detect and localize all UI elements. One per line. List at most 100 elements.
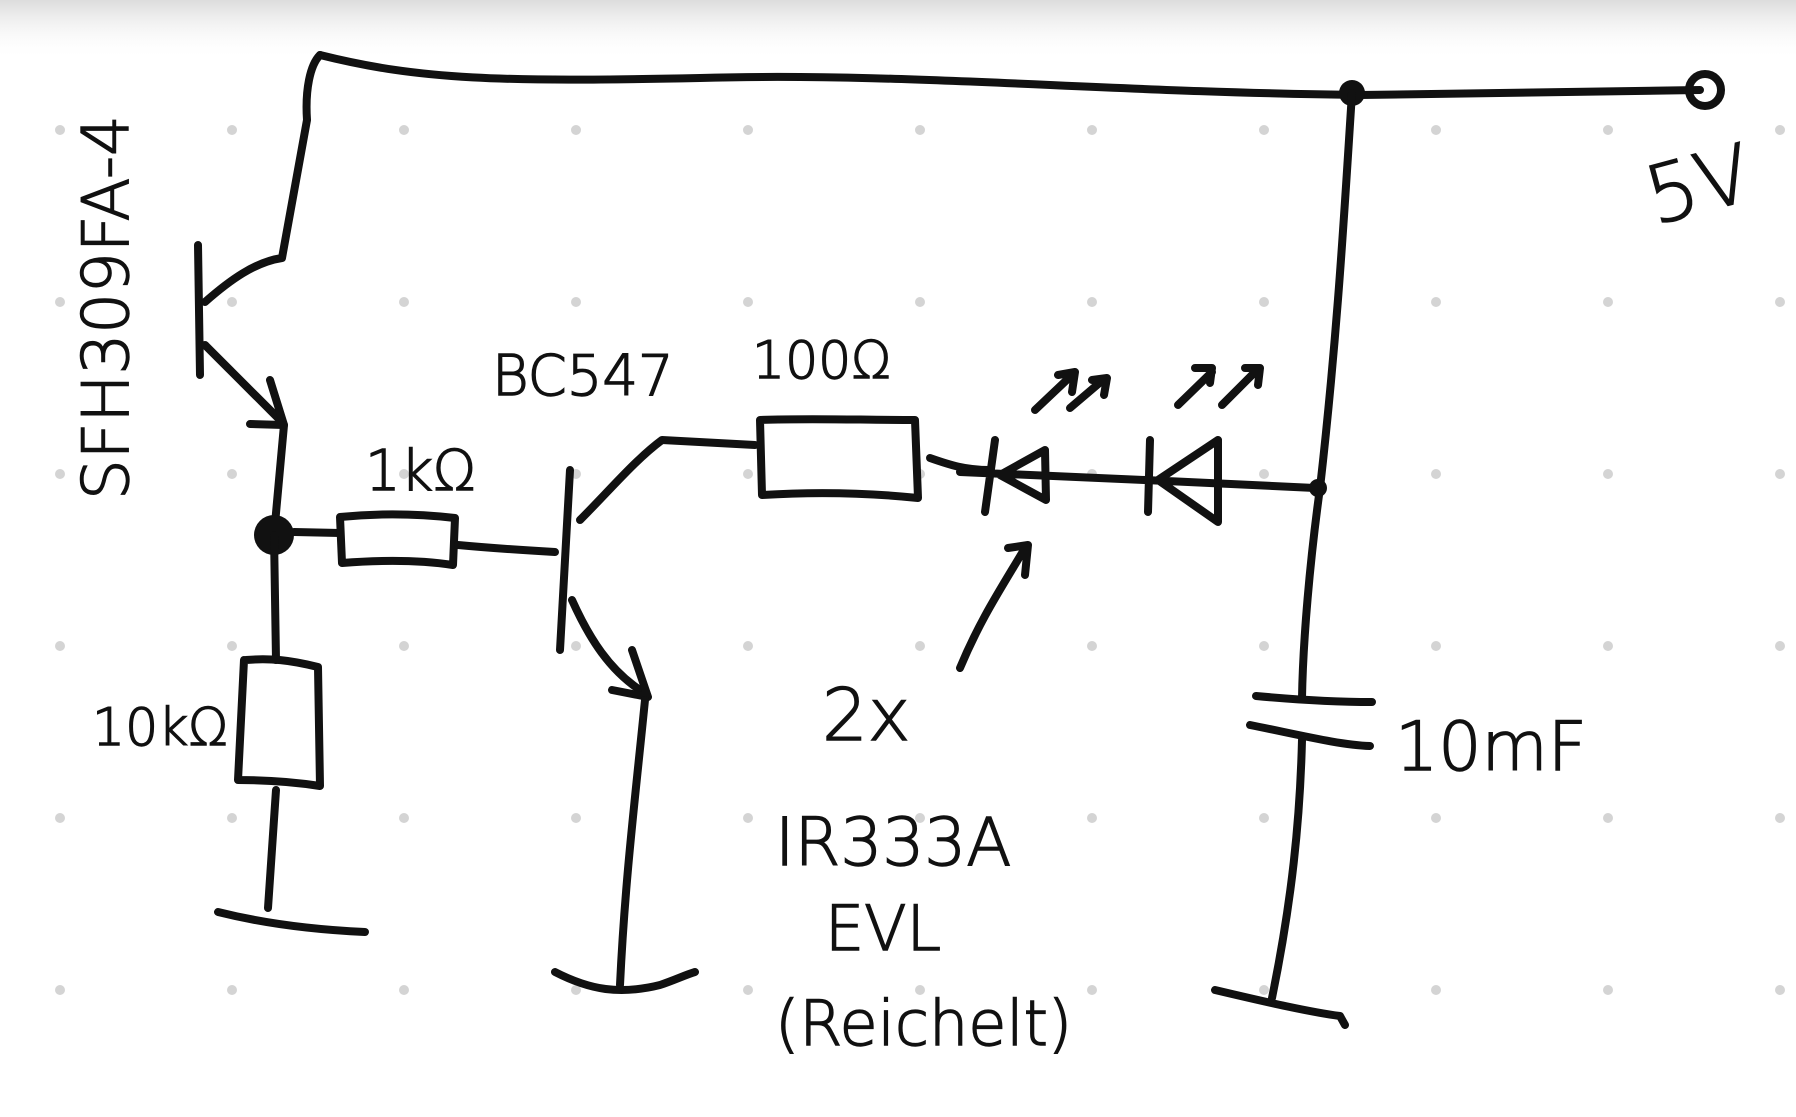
label-capacitor: 10mF: [1395, 708, 1587, 787]
grid-dot: [55, 469, 65, 479]
grid-dot: [227, 985, 237, 995]
grid-dot: [571, 641, 581, 651]
supply-rail-wire: [316, 51, 1704, 99]
left-vertical-wire-lower: [270, 531, 280, 664]
grid-dot: [1603, 125, 1613, 135]
grid-dot: [227, 641, 237, 651]
bc547-emitter-wire: [616, 696, 649, 989]
led1-emission-arrows: [1031, 368, 1111, 414]
grid-dot: [227, 297, 237, 307]
grid-dot: [399, 469, 409, 479]
leds-pointer-arrow: [956, 541, 1032, 672]
grid-dot: [915, 641, 925, 651]
grid-dot: [1775, 985, 1785, 995]
label-led-count: 2x: [822, 673, 910, 757]
capacitor-plate-bottom: [1246, 721, 1374, 750]
grid-dot: [1087, 985, 1097, 995]
grid-dot: [1603, 641, 1613, 651]
grid-dot: [55, 813, 65, 823]
label-supply-voltage: 5V: [1636, 126, 1762, 243]
grid-dot: [1431, 469, 1441, 479]
supply-terminal: [1685, 70, 1725, 110]
grid-dot: [399, 641, 409, 651]
grid-dot: [743, 125, 753, 135]
grid-dot: [55, 641, 65, 651]
label-bc547: BC547: [492, 344, 674, 409]
grid-dot: [1259, 297, 1269, 307]
grid-dot: [915, 985, 925, 995]
grid-dot: [1775, 469, 1785, 479]
resistor-100: [756, 415, 922, 502]
dot-grid: [55, 125, 1785, 995]
bc547-collector-lead: [576, 436, 759, 524]
grid-dot: [1087, 641, 1097, 651]
grid-dot: [1087, 813, 1097, 823]
led2-symbol: [1141, 436, 1319, 526]
grid-dot: [1603, 985, 1613, 995]
grid-dot: [1431, 641, 1441, 651]
grid-dot: [743, 297, 753, 307]
label-led-suffix: EVL: [825, 892, 941, 965]
grid-dot: [227, 125, 237, 135]
grid-dot: [743, 469, 753, 479]
capacitor-plate-top: [1252, 692, 1376, 706]
grid-dot: [1431, 297, 1441, 307]
grid-dot: [1603, 297, 1613, 307]
label-led-part: IR333A: [775, 804, 1011, 881]
grid-dot: [1775, 125, 1785, 135]
label-1k: 1kΩ: [365, 439, 476, 504]
wire-1k-to-bc547: [454, 541, 559, 556]
grid-dot: [1775, 641, 1785, 651]
grid-dot: [1431, 813, 1441, 823]
grid-dot: [227, 469, 237, 479]
grid-dot: [1259, 985, 1269, 995]
ground-middle: [551, 968, 699, 995]
grid-dot: [1259, 469, 1269, 479]
grid-dot: [915, 125, 925, 135]
label-phototransistor: SFH309FA-4: [70, 115, 144, 500]
capacitor-lower-wire: [1268, 736, 1306, 1002]
right-vertical-wire: [1298, 89, 1356, 702]
grid-dot: [1775, 297, 1785, 307]
resistor-1k: [336, 510, 459, 569]
grid-dot: [743, 813, 753, 823]
grid-dot: [571, 813, 581, 823]
grid-dot: [399, 297, 409, 307]
bc547-emitter-lead: [568, 596, 644, 694]
led2-emission-arrows: [1174, 364, 1264, 409]
grid-dot: [571, 125, 581, 135]
resistor-10k-lower-wire: [264, 786, 280, 912]
grid-dot: [1603, 469, 1613, 479]
grid-dot: [915, 297, 925, 307]
grid-dot: [1259, 641, 1269, 651]
led1-symbol: [956, 436, 1149, 516]
grid-dot: [1259, 125, 1269, 135]
label-100: 100Ω: [752, 331, 891, 391]
wire-to-1k: [290, 528, 344, 537]
grid-dot: [1431, 985, 1441, 995]
grid-dot: [1259, 813, 1269, 823]
grid-dot: [1775, 813, 1785, 823]
grid-dot: [743, 641, 753, 651]
phototransistor-collector-lead: [201, 51, 324, 306]
grid-dot: [571, 985, 581, 995]
page-top-shade: [0, 0, 1796, 60]
resistor-10k: [234, 655, 324, 790]
phototransistor-body: [194, 241, 204, 379]
grid-dot: [571, 297, 581, 307]
bc547-body: [556, 466, 574, 654]
grid-dot: [399, 985, 409, 995]
phototransistor-emitter-lead: [201, 341, 284, 424]
ground-left: [214, 908, 369, 936]
grid-dot: [1087, 125, 1097, 135]
grid-dot: [1087, 297, 1097, 307]
grid-dot: [55, 985, 65, 995]
label-10k: 10kΩ: [92, 698, 228, 758]
grid-dot: [915, 813, 925, 823]
ground-right: [1211, 986, 1349, 1029]
grid-dot: [227, 813, 237, 823]
grid-dot: [1431, 125, 1441, 135]
grid-dot: [55, 125, 65, 135]
